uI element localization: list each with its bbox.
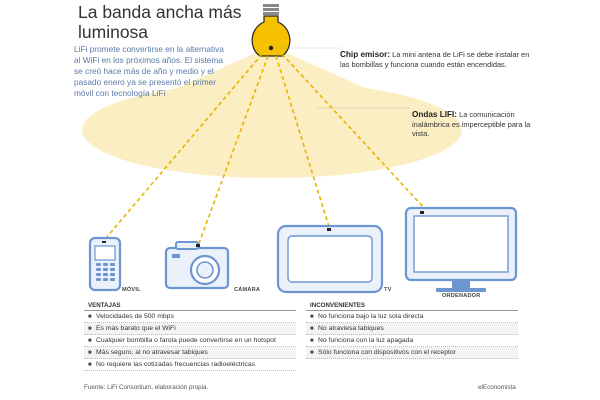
ventajas-item: ■Más seguro, al no atravesar tabiques <box>84 347 296 359</box>
intro-text: LiFi promete convertirse en la alternati… <box>74 44 224 98</box>
lifi-scene <box>82 4 518 294</box>
device-label-camara: CÁMARA <box>234 287 261 293</box>
ondas-lifi-note: Ondas LIFI: La comunicación inalámbrica … <box>412 110 542 139</box>
inconvenientes-header: INCONVENIENTES <box>306 301 518 311</box>
computer-monitor-icon <box>404 206 518 292</box>
light-cone <box>84 50 460 130</box>
inconvenientes-column: INCONVENIENTES ■No funciona bajo la luz … <box>306 301 518 359</box>
mobile-phone-icon <box>88 236 122 292</box>
pros-cons-table: VENTAJAS ■Velocidades de 500 mbps ■Es má… <box>84 301 518 379</box>
lifi-rays <box>105 53 427 247</box>
ventajas-item: ■Cualquier bombilla o farola puede conve… <box>84 335 296 347</box>
brand-credit: elEconomista <box>478 384 516 391</box>
source-note: Fuente: LiFi Consortium, elaboración pro… <box>84 384 209 391</box>
device-label-ordenador: ORDENADOR <box>442 293 481 299</box>
ondas-lifi-text: La comunicación inalámbrica es impercept… <box>412 110 531 138</box>
page-title: La banda ancha más luminosa <box>78 2 242 42</box>
device-label-movil: MÓVIL <box>122 287 141 293</box>
light-bulb-icon <box>251 4 291 57</box>
inconvenientes-item: ■No atraviesa tabiques <box>306 323 518 335</box>
chip-emisor-label: Chip emisor: <box>340 50 391 59</box>
tv-icon <box>276 224 384 294</box>
ventajas-item: ■Es más barato que el WiFi <box>84 323 296 335</box>
inconvenientes-item: ■No funciona bajo la luz sola directa <box>306 311 518 323</box>
ventajas-header: VENTAJAS <box>84 301 296 311</box>
ondas-lifi-label: Ondas LIFI: <box>412 110 458 119</box>
chip-emisor-note: Chip emisor: La mini antena de LiFi se d… <box>340 50 540 69</box>
camera-icon <box>164 241 230 290</box>
inconvenientes-item: ■No funciona con la luz apagada <box>306 335 518 347</box>
chip-emisor-text: La mini antena de LiFi se debe instalar … <box>340 50 530 69</box>
device-label-tv: TV <box>384 287 392 293</box>
ventajas-item: ■No requiere las cotizadas frecuencias r… <box>84 359 296 371</box>
inconvenientes-item: ■Sólo funciona con dispositivos con el r… <box>306 347 518 359</box>
ventajas-item: ■Velocidades de 500 mbps <box>84 311 296 323</box>
ventajas-column: VENTAJAS ■Velocidades de 500 mbps ■Es má… <box>84 301 296 371</box>
